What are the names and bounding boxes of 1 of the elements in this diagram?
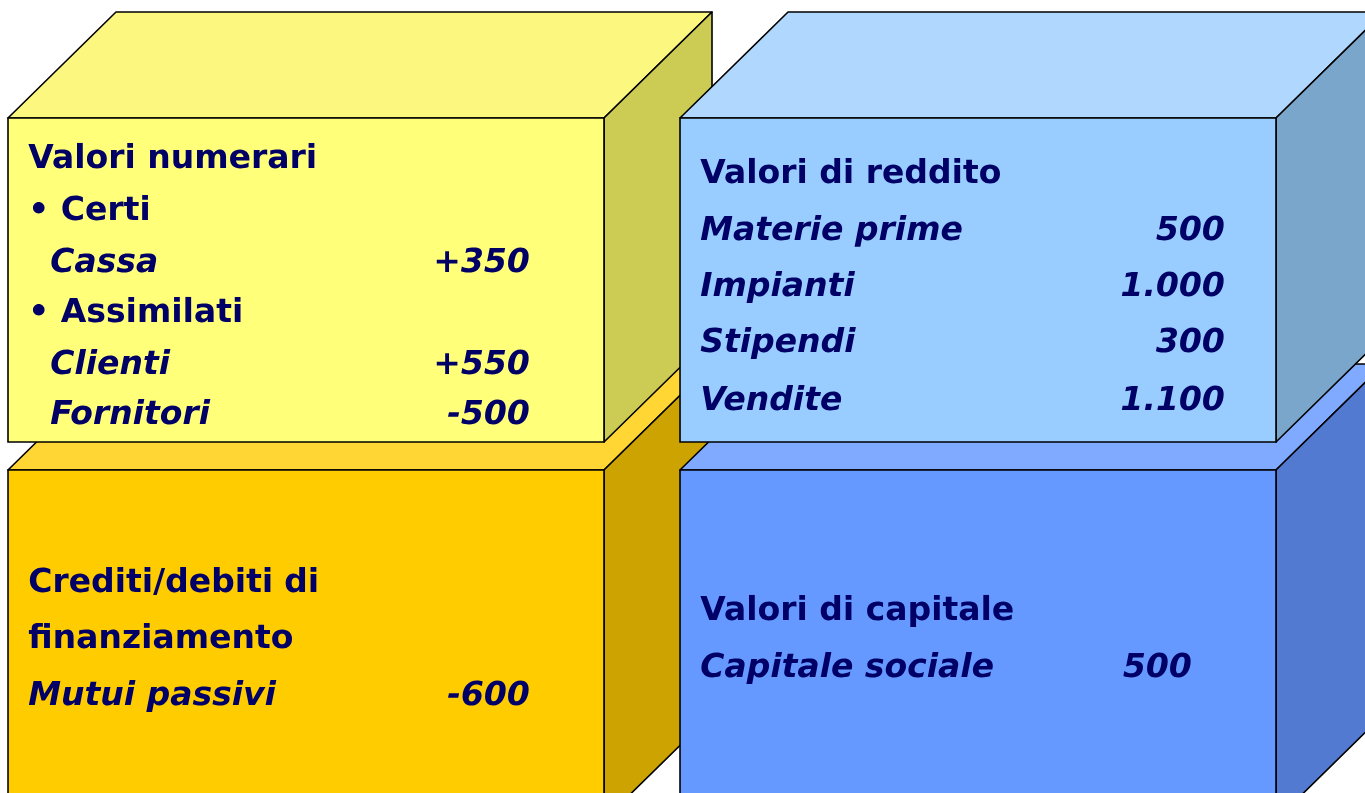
cube: Valori di reddito Materie prime 500 Impianti 1.000 Stipendi 300 Vendite 1.100: [679, 11, 1365, 443]
